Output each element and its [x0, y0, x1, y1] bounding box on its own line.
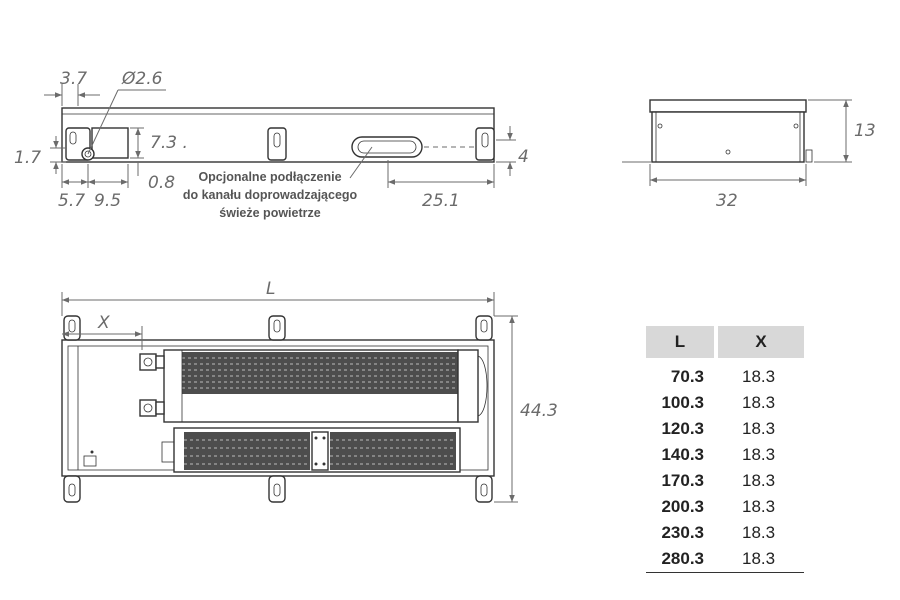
table-row: 280.3 18.3 — [646, 546, 804, 573]
table-row: 200.3 18.3 — [646, 494, 804, 520]
mount-bracket-middle — [267, 127, 287, 161]
fan-center-block — [311, 431, 329, 471]
cell-L: 100.3 — [661, 393, 704, 412]
valve-upper-knob — [143, 357, 153, 367]
cell-X: 18.3 — [742, 419, 776, 438]
screw — [322, 436, 326, 440]
dim-32: 32 — [716, 191, 738, 211]
screw — [314, 436, 318, 440]
exchanger-pipe-bend — [477, 355, 488, 417]
cell-L: 280.3 — [646, 546, 718, 573]
cell-X: 18.3 — [742, 523, 776, 542]
plan-bracket-bottom-left — [63, 475, 81, 503]
table-row: 70.3 18.3 — [646, 358, 804, 390]
side-tab — [805, 149, 813, 163]
plan-bracket-bottom-right — [475, 475, 493, 503]
dim-0-8: 0.8 — [148, 173, 175, 193]
mount-slot — [273, 132, 281, 148]
table-row: 120.3 18.3 — [646, 416, 804, 442]
mount-slot — [69, 131, 77, 145]
mount-slot — [480, 483, 488, 497]
note-line-1: Opcjonalne podłączenie — [198, 170, 341, 184]
plan-view: L X 44.3 — [61, 279, 558, 503]
fan-motor-box — [161, 441, 175, 463]
valve-lower — [139, 399, 157, 417]
dim-7-3: 7.3 . — [150, 133, 188, 153]
cell-L: 230.3 — [661, 523, 704, 542]
connection-box — [91, 127, 129, 159]
mount-slot — [480, 319, 488, 333]
dim-diameter-2-6: Ø2.6 — [121, 69, 163, 89]
dim-3-7: 3.7 — [60, 69, 87, 89]
table-row: 170.3 18.3 — [646, 468, 804, 494]
cell-X: 18.3 — [742, 367, 776, 386]
side-view-body — [651, 111, 805, 163]
grille-lines — [182, 357, 458, 389]
dim-9-5: 9.5 — [94, 191, 121, 211]
screw — [725, 149, 731, 155]
dim-5-7: 5.7 — [58, 191, 85, 211]
screw — [322, 462, 326, 466]
connection-hole-inner — [84, 150, 92, 158]
cell-L: 200.3 — [661, 497, 704, 516]
note-line-3: świeże powietrze — [219, 206, 320, 220]
fan-grille-lines — [184, 439, 456, 465]
dim-X: X — [97, 313, 110, 333]
exchanger-end-cap — [457, 349, 479, 423]
screw — [90, 450, 94, 454]
mount-slot — [273, 319, 281, 333]
leader-line — [87, 89, 119, 155]
table-header-row: L X — [646, 326, 804, 358]
table-row: 100.3 18.3 — [646, 390, 804, 416]
plan-bracket-top-middle — [268, 315, 286, 341]
cell-L: 70.3 — [670, 367, 704, 386]
mount-slot — [273, 483, 281, 497]
note-leader — [349, 146, 373, 179]
cell-X: 18.3 — [742, 445, 776, 464]
header-L: L — [646, 326, 718, 358]
screw — [793, 123, 799, 129]
screw — [657, 123, 663, 129]
plan-bracket-bottom-middle — [268, 475, 286, 503]
dim-25-1: 25.1 — [422, 191, 460, 211]
dim-4: 4 — [518, 147, 529, 167]
mount-slot — [68, 483, 76, 497]
cell-L: 140.3 — [661, 445, 704, 464]
dim-1-7: 1.7 — [14, 148, 41, 168]
dim-13: 13 — [854, 121, 876, 141]
table-row: 140.3 18.3 — [646, 442, 804, 468]
cell-L: 120.3 — [661, 419, 704, 438]
mount-bracket-right — [475, 127, 495, 161]
header-X: X — [718, 326, 804, 358]
valve-upper — [139, 353, 157, 371]
optional-duct-oval — [351, 136, 423, 158]
top-view: 3.7 Ø2.6 7.3 . 1.7 0.8 5.7 9.5 — [14, 69, 529, 220]
cell-L: 170.3 — [661, 471, 704, 490]
dim-44-3: 44.3 — [520, 401, 558, 421]
plan-bracket-top-right — [475, 315, 493, 341]
optional-duct-inner — [357, 140, 417, 154]
cell-X: 18.3 — [718, 546, 804, 573]
cell-X: 18.3 — [742, 497, 776, 516]
dim-L: L — [266, 279, 275, 299]
screw — [314, 462, 318, 466]
side-view-top-plate — [649, 99, 807, 113]
table-row: 230.3 18.3 — [646, 520, 804, 546]
mount-slot — [68, 319, 76, 333]
mount-slot — [481, 132, 489, 148]
valve-lower-stem — [155, 401, 165, 415]
terminal-block — [83, 455, 97, 467]
side-view: 13 32 — [622, 99, 876, 211]
exchanger-grille — [182, 352, 458, 394]
valve-lower-knob — [143, 403, 153, 413]
note-line-2: do kanału doprowadzającego — [183, 188, 358, 202]
cell-X: 18.3 — [742, 393, 776, 412]
cell-X: 18.3 — [742, 471, 776, 490]
valve-upper-stem — [155, 355, 165, 369]
dimension-table: L X 70.3 18.3 100.3 18.3 120.3 18.3 140.… — [646, 326, 804, 573]
